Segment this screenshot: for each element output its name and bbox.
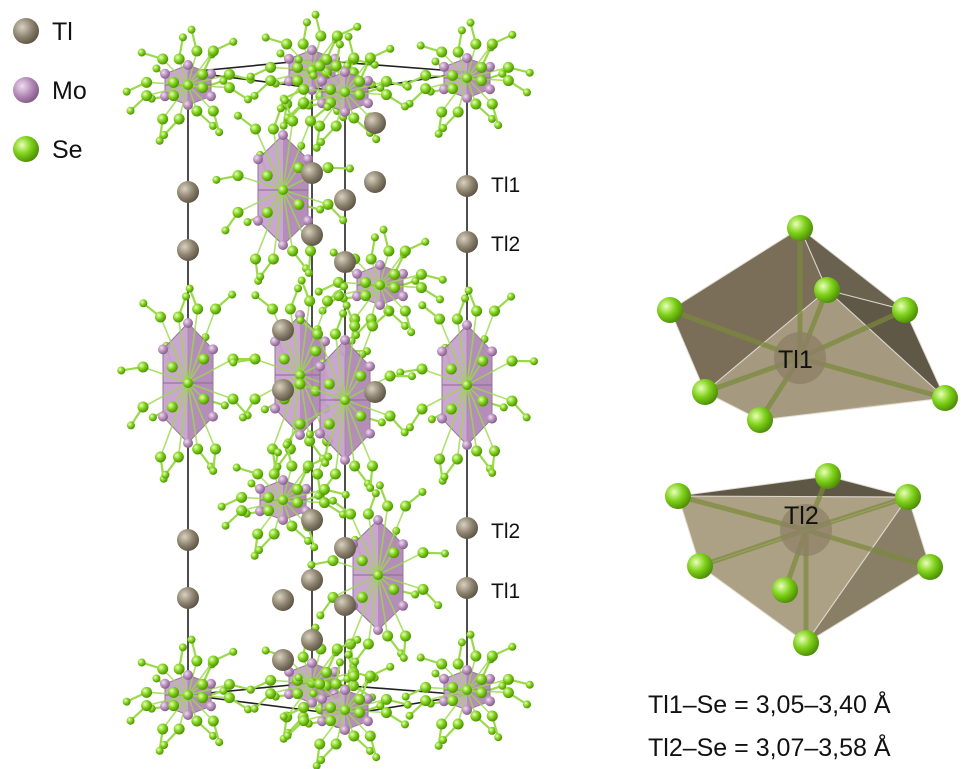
mo-se-cluster-3 [279,32,412,152]
mo-se-cluster-2 [401,18,534,138]
tl-atom-8 [364,112,386,134]
legend-label-se: Se [52,136,83,164]
site-label-tl1-bottom: Tl1 [491,580,520,603]
mo-se-clusters [117,10,538,769]
tl-atom-6 [456,517,478,539]
legend-item-mo: Mo [13,77,87,105]
tl-atom-15 [272,379,294,401]
legend-label-tl: Tl [52,18,73,46]
tl2-se-atom-0 [665,483,691,509]
mo-se-cluster-9 [274,301,416,500]
tl1-se-atoms [657,215,958,433]
tl2-poly-face-front-right [806,497,930,643]
tl-atom-7 [456,577,478,599]
tl1-se-atom-6 [747,407,773,433]
tl-atom-0 [177,181,199,203]
site-label-tl2-top: Tl2 [491,233,520,256]
tl1-se-atom-2 [814,277,840,303]
tl-atom-14 [272,319,294,341]
tl1-se-atom-3 [892,297,918,323]
mo-se-cluster-14 [401,630,534,750]
tl-atom-19 [301,569,323,591]
tl2-se-atoms [665,463,943,656]
tl-atom-11 [334,251,356,273]
mo-se-cluster-4 [212,96,354,285]
tl-atom-swatch-icon [13,18,39,44]
mo-se-cluster-7 [396,286,538,485]
tl-atom-4 [177,529,199,551]
legend: Tl Mo Se [13,18,87,164]
tl2-poly-face-top [678,476,908,497]
site-label-tl2-bottom: Tl2 [491,520,520,543]
site-labels: Tl1 Tl2 Tl2 Tl1 [491,174,520,603]
tl-atom-13 [301,224,323,246]
tl2-central-atom [780,504,832,556]
tl-atom-16 [364,381,386,403]
legend-item-se: Se [13,136,83,164]
tl-atom-9 [364,171,386,193]
mo-atom-swatch-icon [13,77,39,103]
tl2-se-atom-6 [772,577,798,603]
bond-distances: Tl1–Se = 3,05–3,40 Å Tl2–Se = 3,07–3,58 … [648,689,891,762]
mo-se-cluster-12 [122,635,255,755]
tl-atom-5 [177,587,199,609]
tl1-se-atom-5 [692,379,718,405]
legend-item-tl: Tl [13,18,73,46]
mo-se-cluster-11 [307,481,449,670]
mo-se-cluster-15 [279,650,412,769]
tl1-se-atom-1 [657,297,683,323]
mo-se-cluster-10 [217,440,350,560]
tl1-poly-face-left [670,228,827,392]
tl-atom-23 [301,629,323,651]
tl2-se-atom-1 [815,463,841,489]
tl-atom-18 [334,537,356,559]
mo-se-cluster-6 [117,284,259,483]
site-label-tl1-top: Tl1 [491,174,520,197]
tl2-se-atom-3 [917,554,943,580]
tl2-polyhedron: Tl2 [665,463,943,656]
tl1-polyhedron: Tl1 [657,215,958,433]
tl1-se-atom-4 [932,385,958,411]
tl2-se-atom-5 [687,553,713,579]
tl-atom-17 [301,509,323,531]
tl-atom-21 [334,594,356,616]
mo-se-cluster-0 [122,25,255,145]
tl-atom-12 [301,162,323,184]
tl2-polyhedron-label: Tl2 [784,502,819,530]
mo-se-cluster-5 [314,225,447,345]
tl1-polyhedron-label: Tl1 [778,346,813,374]
tl1-central-atom [774,332,826,384]
tl-atom-10 [334,189,356,211]
tl-atom-3 [456,231,478,253]
tl-atom-2 [456,175,478,197]
tl-atom-20 [272,589,294,611]
tl-atom-1 [177,239,199,261]
tl2-se-atom-4 [793,630,819,656]
tl1-se-atom-0 [787,215,813,241]
legend-label-mo: Mo [52,77,87,105]
tl-atoms [177,112,478,671]
distance-tl2-se: Tl2–Se = 3,07–3,58 Å [648,732,891,762]
tl2-se-atom-2 [895,484,921,510]
tl-atom-22 [272,649,294,671]
distance-tl1-se: Tl1–Se = 3,05–3,40 Å [648,689,891,719]
se-atom-swatch-icon [13,136,39,162]
